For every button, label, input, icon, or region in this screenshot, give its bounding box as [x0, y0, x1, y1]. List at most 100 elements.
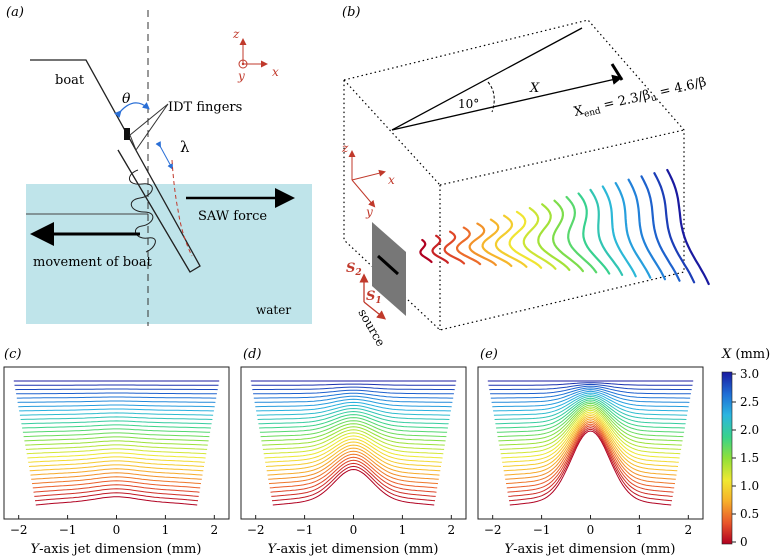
contour-line [256, 404, 451, 416]
contour-line [262, 426, 445, 446]
panel-e-xlabel: Y-axis jet dimension (mm) [505, 542, 676, 557]
contour-line [16, 396, 217, 399]
contour-line [19, 412, 214, 416]
contour-line [495, 397, 686, 425]
axes-glyph-a: z y x [232, 27, 279, 83]
streamline [565, 195, 598, 274]
contour-line [20, 416, 213, 420]
saw-wave-loops [129, 169, 156, 253]
panel-a-label: (a) [6, 5, 24, 20]
saw-force-label: SAW force [198, 209, 267, 224]
boat-hull-inner [117, 149, 191, 273]
x-tick-label: 2 [448, 523, 456, 537]
contour-line [496, 399, 685, 429]
streamline [522, 207, 557, 270]
x-tick-label: 1 [399, 523, 407, 537]
contour-line [498, 404, 683, 442]
source-strip [376, 254, 400, 276]
contour-line [270, 459, 437, 493]
contour-line [490, 385, 691, 395]
contour-line [499, 406, 682, 446]
contour-line [496, 401, 685, 433]
water-label: water [256, 303, 291, 317]
contour-line [505, 421, 676, 485]
colorbar-tick-label: 1.0 [740, 479, 759, 493]
contour-line [507, 425, 674, 493]
contour-line [488, 382, 693, 386]
contour-line [15, 388, 218, 391]
contour-line [267, 447, 440, 476]
contour-line [16, 392, 217, 395]
x-tick-label: 2 [685, 523, 693, 537]
boat-label: boat [55, 73, 85, 88]
contour-line [268, 450, 439, 480]
streamline [589, 188, 624, 276]
idt-label: IDT fingers [168, 100, 242, 115]
x-ray [391, 74, 623, 131]
contour-line [34, 492, 199, 502]
contour-line [494, 395, 687, 420]
panel-b: (b) 10° X Xend = 2.3/βu = 4.6/β z x y [341, 5, 710, 349]
contour-line [253, 392, 454, 399]
colorbar-tick-label: 2.0 [740, 423, 759, 437]
contour-line [251, 383, 456, 386]
contour-line [489, 383, 692, 391]
contour-line [257, 407, 450, 420]
contour-line [502, 413, 679, 463]
colorbar-gradient [721, 371, 733, 545]
contour-line [509, 430, 672, 506]
panel-c-label: (c) [4, 347, 21, 362]
idt-pointer [129, 103, 169, 152]
contour-line [271, 465, 436, 502]
streamline [508, 210, 543, 269]
panel-c-xlabel: Y-axis jet dimension (mm) [31, 542, 202, 557]
x-tick-label: 0 [350, 523, 358, 537]
contour-line [505, 420, 676, 480]
contour-line [31, 476, 202, 485]
idt-block [124, 128, 130, 140]
contour-line [269, 456, 438, 489]
contour-line [23, 432, 210, 438]
contour-line [27, 452, 206, 459]
contour-line [22, 428, 211, 433]
panel-e-label: (e) [480, 347, 498, 362]
colorbar-tick-label: 3.0 [740, 367, 759, 381]
streamline [468, 222, 497, 267]
contour-line [260, 420, 447, 438]
contour-line [493, 394, 688, 416]
saw-wave-envelope [171, 159, 193, 257]
contour-line [259, 414, 448, 429]
contour-line [22, 424, 211, 429]
colorbar-tick-label: 0.5 [740, 507, 759, 521]
x-tick-label: −1 [59, 523, 77, 537]
colorbar-ticks: 3.02.52.01.51.00.50 [732, 367, 759, 549]
axes-glyph-b: z x y [341, 141, 395, 219]
contour-line [500, 409, 681, 455]
x-tick-label: −2 [10, 523, 28, 537]
contour-line [261, 423, 446, 442]
contour-line [492, 390, 689, 408]
contour-line [491, 389, 690, 403]
water-region [26, 184, 312, 324]
streamline [443, 230, 466, 265]
contour-line [508, 428, 673, 502]
colorbar: X (mm) 3.02.52.01.51.00.50 [721, 347, 770, 549]
x-tick-label: 0 [587, 523, 595, 537]
colorbar-tick-label: 1.5 [740, 451, 759, 465]
streamline [419, 238, 433, 264]
contour-line [256, 401, 451, 412]
angle-arc [487, 81, 495, 113]
contour-line [35, 496, 198, 506]
s2-label: S2 [346, 261, 362, 278]
contour-line [493, 392, 688, 412]
upper-ray [391, 27, 583, 131]
contour-line [272, 468, 435, 506]
panel-b-label: (b) [342, 5, 360, 20]
contour-line [259, 417, 448, 433]
contour-line [264, 435, 443, 459]
b-axis-y-label: y [365, 205, 373, 219]
contour-line [258, 410, 449, 425]
